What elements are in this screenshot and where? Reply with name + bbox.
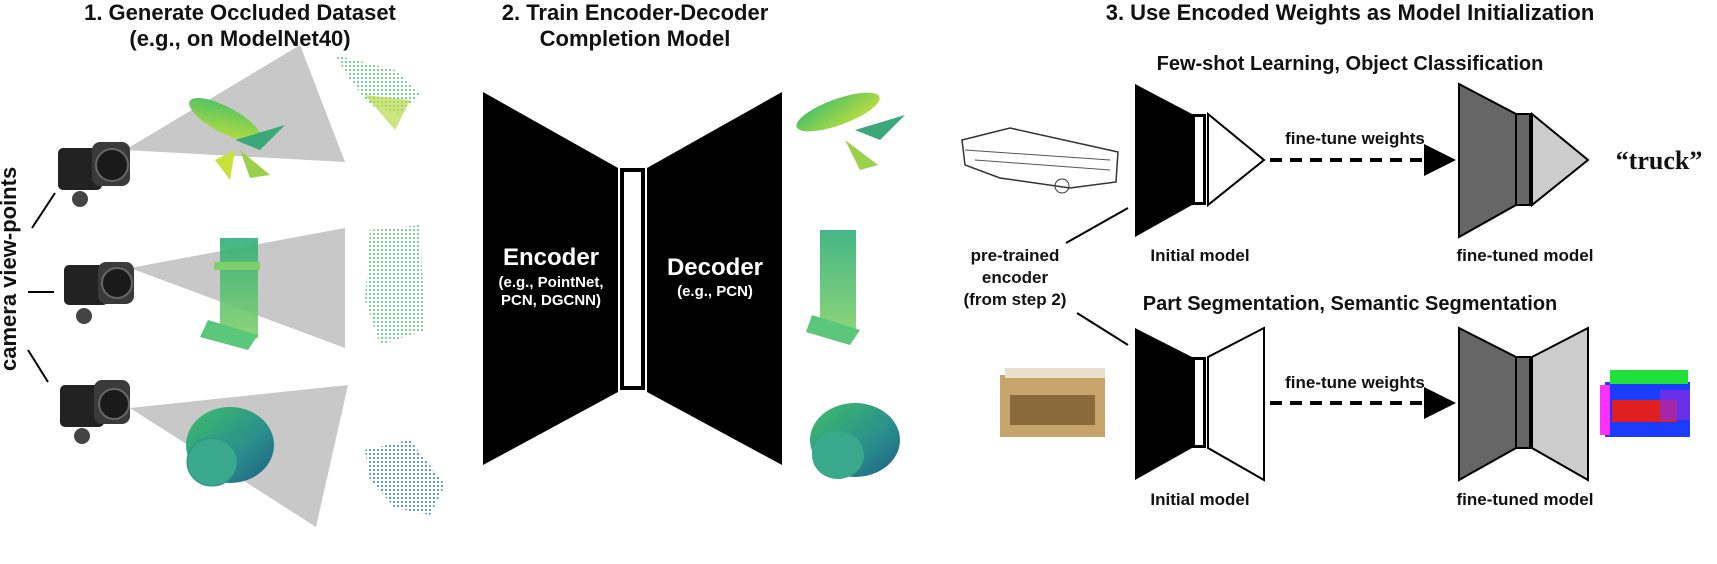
cylinder-pointcloud-full — [186, 407, 274, 487]
pretrained-encoder-line2: encoder — [981, 268, 1049, 287]
encoder-label: Encoder — [502, 244, 600, 271]
pretrained-encoder-line3: (from step 2) — [963, 290, 1067, 309]
finetuned-model-bottom — [1458, 326, 1589, 482]
frustum-top — [125, 45, 345, 162]
pretrained-connector-bottom — [1076, 312, 1129, 346]
chair-pointcloud-full — [200, 238, 260, 350]
airplane-pointcloud-completed — [796, 92, 905, 170]
task-bottom-label: Part Segmentation, Semantic Segmentation — [1142, 293, 1558, 315]
camera-icon-middle — [64, 262, 134, 324]
cylinder-pointcloud-partial — [365, 440, 445, 515]
finetuned-model-label-top: fine-tuned model — [1456, 246, 1594, 265]
step1-title: 1. Generate Occluded Dataset — [84, 0, 396, 25]
finetune-label-top: fine-tune weights — [1285, 129, 1425, 148]
pretrained-encoder-line1: pre-trained — [970, 246, 1060, 265]
pcb-pointcloud-input — [1000, 368, 1105, 437]
classification-output: “truck” — [1615, 146, 1703, 175]
truck-pointcloud-input — [961, 127, 1119, 194]
task-top-label: Few-shot Learning, Object Classification — [1156, 53, 1544, 75]
viewpoints-label: camera view-points — [0, 166, 21, 371]
viewpoint-connector-bottom — [27, 349, 49, 383]
step3-title: 3. Use Encoded Weights as Model Initiali… — [1105, 0, 1595, 25]
initial-model-top — [1135, 84, 1266, 237]
decoder-examples: (e.g., PCN) — [677, 283, 753, 300]
step1-subtitle: (e.g., on ModelNet40) — [129, 26, 351, 51]
encoder-examples-line2: PCN, DGCNN) — [501, 292, 601, 309]
viewpoint-connector-top — [31, 192, 56, 229]
camera-icon-bottom — [60, 380, 130, 444]
step2-title-line1: 2. Train Encoder-Decoder — [501, 0, 769, 25]
airplane-pointcloud-full — [189, 97, 285, 180]
encoder-examples-line1: (e.g., PointNet, — [498, 274, 604, 291]
decoder-block — [647, 92, 782, 465]
initial-model-label-bottom: Initial model — [1150, 490, 1250, 509]
segmentation-output — [1600, 370, 1690, 437]
chair-pointcloud-partial — [365, 225, 425, 345]
finetuned-model-label-bottom: fine-tuned model — [1456, 490, 1594, 509]
cylinder-pointcloud-completed — [810, 403, 900, 479]
encoder-block — [483, 92, 645, 465]
initial-model-label-top: Initial model — [1150, 246, 1250, 265]
finetuned-model-top — [1458, 82, 1590, 239]
pretrained-connector-top — [1065, 207, 1129, 244]
chair-pointcloud-completed — [806, 230, 860, 345]
camera-icon-top — [58, 142, 130, 207]
airplane-pointcloud-partial — [335, 55, 420, 130]
finetune-label-bottom: fine-tune weights — [1285, 373, 1425, 392]
decoder-label: Decoder — [666, 254, 764, 281]
initial-model-bottom — [1135, 326, 1265, 482]
step2-title-line2: Completion Model — [539, 26, 731, 51]
